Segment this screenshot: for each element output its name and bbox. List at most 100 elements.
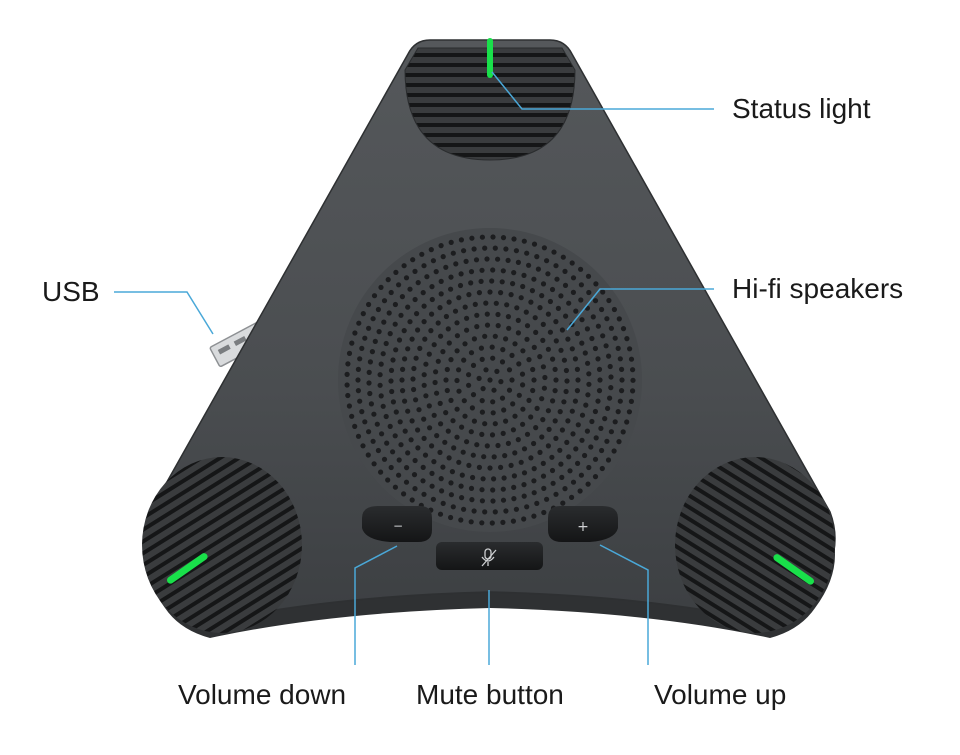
speaker-hole	[476, 290, 482, 296]
speaker-hole	[545, 408, 552, 414]
speaker-hole	[399, 294, 405, 300]
speaker-hole	[402, 428, 408, 434]
speaker-hole	[381, 319, 387, 325]
speaker-hole	[605, 457, 612, 463]
speaker-hole	[501, 407, 507, 413]
speaker-hole	[500, 235, 507, 241]
mic-muted-icon	[481, 548, 497, 567]
speaker-hole	[470, 452, 476, 458]
speaker-hole	[471, 508, 477, 514]
speaker-hole	[579, 340, 585, 346]
speaker-hole	[450, 250, 456, 256]
speaker-hole	[392, 301, 398, 308]
speaker-hole	[540, 337, 546, 343]
speaker-hole	[592, 456, 599, 462]
speaker-hole	[489, 520, 495, 526]
speaker-hole	[438, 278, 444, 284]
speaker-hole	[443, 264, 449, 270]
speaker-hole	[569, 260, 575, 266]
speaker-hole	[501, 475, 507, 481]
speaker-hole	[628, 398, 635, 404]
speaker-hole	[370, 438, 376, 444]
speaker-hole	[509, 377, 515, 383]
speaker-hole	[461, 357, 467, 363]
speaker-hole	[368, 401, 374, 407]
speaker-hole	[575, 460, 581, 466]
speaker-hole	[524, 250, 530, 256]
callout-volume-down	[354, 545, 398, 665]
speaker-hole	[453, 261, 459, 267]
speaker-hole	[409, 497, 415, 503]
speaker-hole	[532, 315, 538, 321]
speaker-hole	[420, 290, 426, 296]
speaker-hole	[544, 258, 550, 264]
speaker-hole	[502, 453, 508, 459]
speaker-hole	[429, 470, 435, 476]
speaker-hole	[608, 325, 615, 331]
speaker-hole	[444, 387, 450, 394]
speaker-hole	[569, 494, 575, 500]
speaker-hole	[550, 356, 556, 362]
speaker-hole	[557, 447, 563, 453]
speaker-hole	[521, 482, 527, 488]
speaker-hole	[570, 275, 577, 281]
speaker-hole	[551, 249, 557, 255]
speaker-hole	[438, 333, 444, 339]
speaker-hole	[540, 473, 547, 479]
volume-up-button[interactable]: +	[548, 506, 618, 542]
speaker-hole	[582, 452, 588, 459]
speaker-hole	[520, 406, 526, 412]
speaker-hole	[608, 429, 615, 435]
speaker-hole	[461, 398, 467, 404]
speaker-hole	[400, 366, 406, 372]
speaker-hole	[366, 429, 372, 435]
speaker-hole	[521, 272, 527, 278]
speaker-hole	[470, 392, 477, 398]
speaker-hole	[377, 372, 383, 378]
speaker-hole	[553, 435, 559, 441]
speaker-hole	[344, 371, 350, 377]
speaker-hole	[510, 518, 516, 524]
speaker-hole	[506, 387, 513, 393]
speaker-hole	[443, 410, 449, 416]
status-light-top	[487, 38, 493, 78]
volume-down-button[interactable]: −	[362, 506, 432, 542]
speaker-hole	[565, 336, 571, 342]
speaker-hole	[474, 324, 480, 330]
speaker-hole	[482, 509, 488, 515]
speaker-hole	[489, 278, 495, 284]
speaker-hole	[574, 330, 581, 337]
speaker-hole	[589, 418, 595, 425]
speaker-hole	[560, 254, 566, 260]
speaker-hole	[458, 271, 464, 277]
speaker-hole	[565, 418, 571, 424]
speaker-hole	[403, 479, 410, 485]
speaker-hole	[405, 408, 411, 414]
speaker-hole	[518, 459, 524, 465]
speaker-hole	[489, 432, 496, 438]
speaker-hole	[378, 284, 384, 290]
speaker-hole	[415, 280, 421, 286]
speaker-hole	[401, 263, 407, 269]
speaker-hole	[511, 496, 517, 502]
speaker-hole	[388, 289, 394, 296]
speaker-hole	[446, 340, 452, 346]
speaker-hole	[489, 344, 495, 350]
speaker-hole	[512, 341, 518, 347]
speaker-hole	[550, 480, 556, 486]
mute-button[interactable]	[436, 542, 543, 570]
speaker-hole	[519, 371, 526, 377]
plus-icon: +	[577, 519, 589, 535]
speaker-hole	[374, 421, 380, 427]
speaker-hole	[520, 382, 526, 388]
speaker-hole	[464, 327, 470, 333]
speaker-hole	[575, 422, 581, 428]
speaker-hole	[499, 359, 506, 365]
speaker-hole	[423, 393, 429, 399]
speaker-hole	[509, 281, 516, 287]
speaker-hole	[445, 428, 451, 434]
speaker-hole	[606, 353, 612, 359]
speaker-hole	[506, 325, 512, 331]
speaker-hole	[392, 321, 398, 327]
